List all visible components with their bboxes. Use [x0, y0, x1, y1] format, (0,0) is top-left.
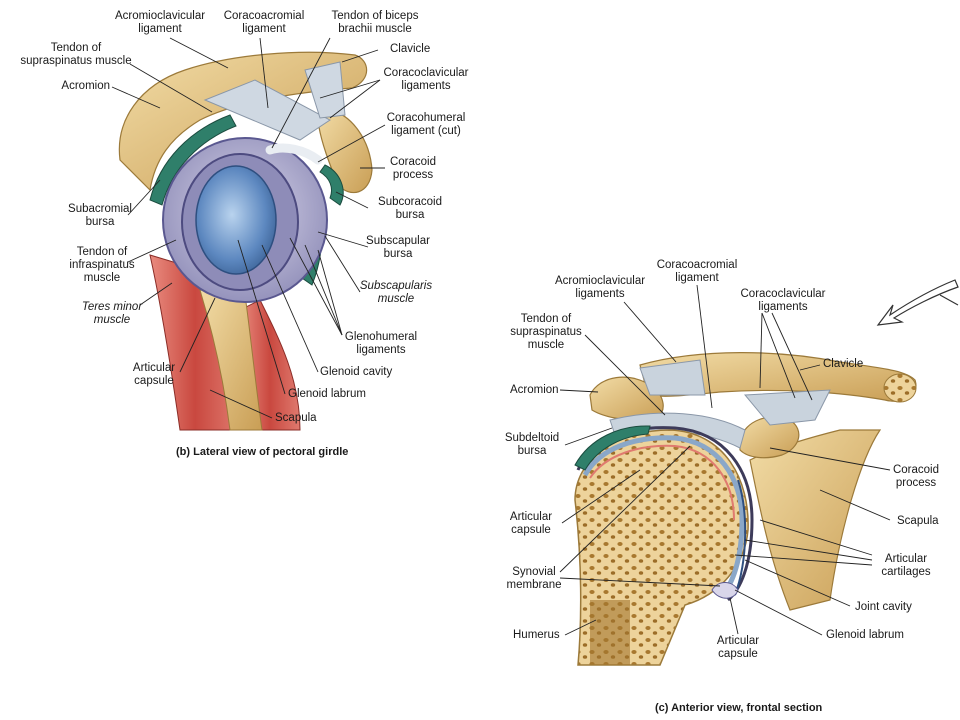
label-coracoacromial-ligament-anterior: Coracoacromial ligament — [656, 259, 738, 284]
label-coracoacromial-ligament: Coracoacromial ligament — [223, 10, 305, 35]
scapula-section — [749, 429, 882, 611]
label-subacromial-bursa: Subacromial bursa — [68, 203, 132, 228]
caption-anterior-view: (c) Anterior view, frontal section — [655, 702, 823, 714]
glenoid-labrum-shape — [711, 582, 739, 599]
biceps-tendon-shape — [265, 143, 323, 165]
anterior-view — [574, 352, 917, 666]
coracoclavicular-ligaments-band — [743, 389, 831, 426]
label-articular-capsule-anterior-upper: Articular capsule — [509, 511, 553, 536]
label-coracoclavicular-ligaments-lateral: Coracoclavicular ligaments — [383, 67, 469, 92]
label-subscapularis-muscle: Subscapularis muscle — [359, 280, 433, 305]
acromion-section — [589, 376, 664, 422]
label-articular-capsule-lateral: Articular capsule — [132, 362, 176, 387]
label-coracoid-process-anterior: Coracoid process — [892, 464, 940, 489]
subcoracoid-bursa-shape — [319, 164, 344, 206]
humerus-cortex — [590, 600, 630, 665]
synovial-membrane-arc — [589, 444, 735, 521]
label-coracoclavicular-ligaments-anterior: Coracoclavicular ligaments — [740, 288, 826, 313]
label-acromion-anterior: Acromion — [510, 384, 559, 396]
label-acromioclavicular-ligaments: Acromioclavicular ligaments — [554, 275, 646, 300]
articular-cartilage-arc — [582, 435, 745, 597]
caption-lateral-view: (b) Lateral view of pectoral girdle — [176, 446, 349, 458]
label-clavicle-lateral: Clavicle — [390, 43, 431, 55]
label-scapula-lateral: Scapula — [275, 412, 317, 424]
label-glenoid-labrum-anterior: Glenoid labrum — [826, 629, 904, 641]
label-synovial-membrane: Synovial membrane — [506, 566, 562, 591]
label-articular-cartilages: Articular cartilages — [881, 553, 931, 578]
glenoid-cavity-shape — [195, 165, 277, 275]
subdeltoid-bursa-shape — [574, 425, 651, 471]
label-humerus: Humerus — [513, 629, 560, 641]
label-coracohumeral-ligament: Coracohumeral ligament (cut) — [386, 112, 466, 137]
joint-cavity-line — [734, 479, 747, 596]
label-teres-minor-muscle: Teres minor muscle — [81, 301, 143, 326]
label-glenoid-cavity: Glenoid cavity — [320, 366, 393, 378]
label-scapula-anterior: Scapula — [897, 515, 939, 527]
acromioclavicular-ligaments-band — [639, 359, 706, 396]
direction-arrow-icon — [876, 279, 959, 326]
anterior-leader-lines — [559, 284, 891, 636]
coracoacromial-ligament-band — [203, 79, 331, 141]
label-acromioclavicular-ligament: Acromioclavicular ligament — [114, 10, 206, 35]
label-acromion-lateral: Acromion — [61, 80, 110, 92]
label-tendon-infraspinatus: Tendon of infraspinatus muscle — [69, 246, 135, 284]
label-clavicle-anterior: Clavicle — [823, 358, 864, 370]
lateral-leader-lines — [111, 37, 386, 419]
label-coracoid-process-lateral: Coracoid process — [389, 156, 437, 181]
scapula-body — [199, 289, 263, 431]
label-subdeltoid-bursa: Subdeltoid bursa — [504, 432, 560, 457]
lateral-view — [118, 51, 373, 431]
label-tendon-biceps: Tendon of biceps brachii muscle — [331, 10, 419, 35]
label-glenoid-labrum-lateral: Glenoid labrum — [288, 388, 366, 400]
coracoclavicular-ligament-band — [304, 61, 346, 119]
label-tendon-supraspinatus-anterior: Tendon of supraspinatus muscle — [510, 313, 582, 351]
label-tendon-supraspinatus-lateral: Tendon of supraspinatus muscle — [20, 42, 132, 67]
subacromial-bursa-shape — [149, 114, 237, 206]
label-subcoracoid-bursa: Subcoracoid bursa — [378, 196, 442, 221]
label-subscapular-bursa: Subscapular bursa — [366, 235, 430, 260]
label-glenohumeral-ligaments: Glenohumeral ligaments — [344, 331, 418, 356]
clavicle-end — [883, 373, 917, 403]
coracoid-process-bone — [317, 109, 373, 194]
label-articular-capsule-anterior-lower: Articular capsule — [716, 635, 760, 660]
label-joint-cavity: Joint cavity — [855, 601, 912, 613]
coracoid-process-section — [739, 416, 800, 459]
